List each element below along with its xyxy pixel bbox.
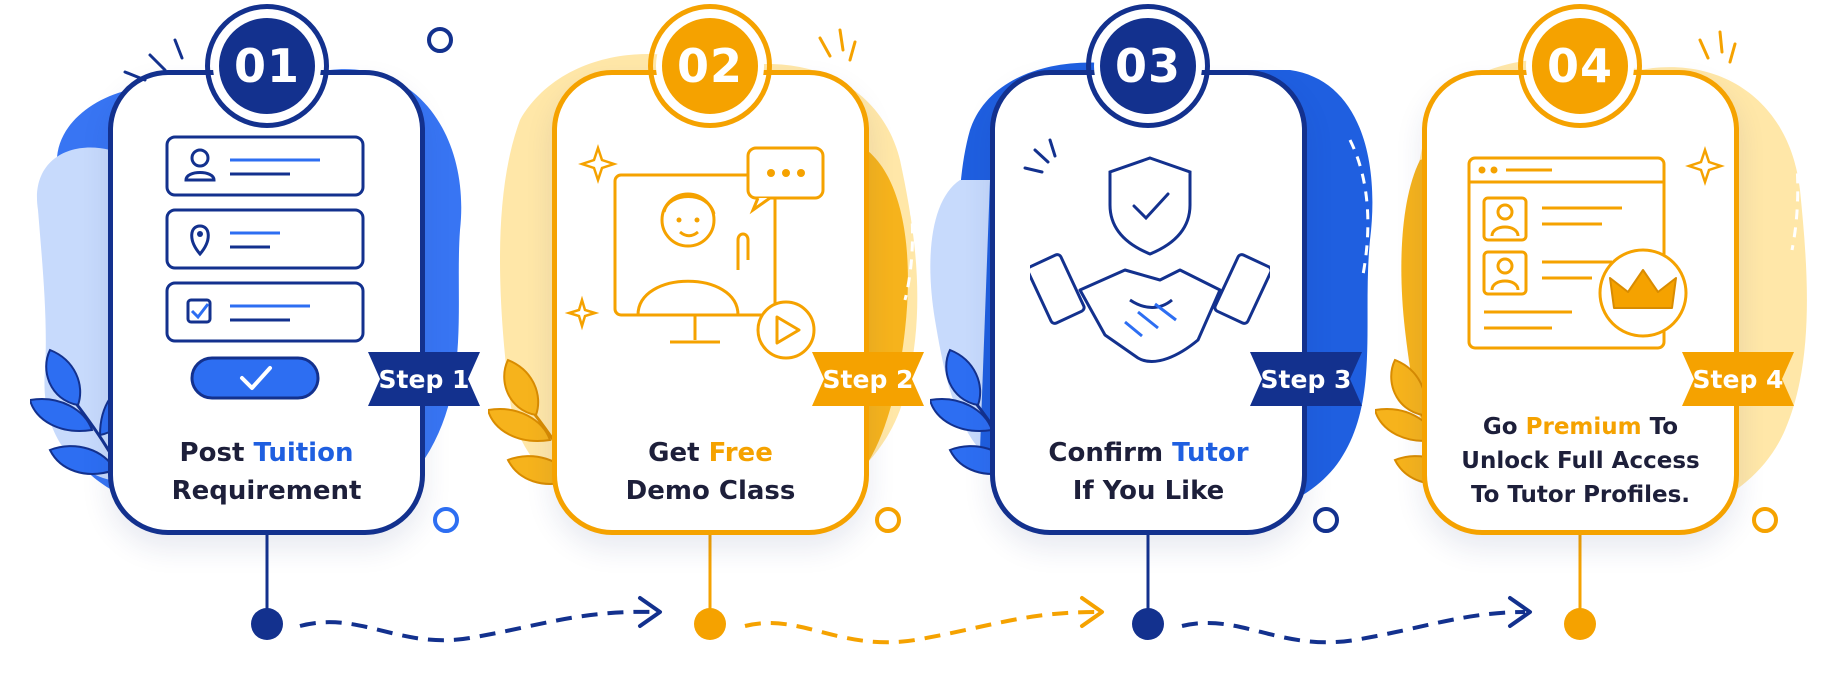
title-line2: If You Like — [1072, 476, 1225, 506]
step-tag: Step 4 — [1692, 364, 1784, 394]
premium-crown-profiles-icon — [1467, 156, 1688, 350]
dashed-arrow-3 — [1181, 610, 1526, 645]
ring-accent — [1752, 507, 1778, 533]
ring-accent — [875, 507, 901, 533]
video-demo-monitor-icon — [613, 146, 825, 360]
ring-accent — [1313, 507, 1339, 533]
node-dot-4 — [1564, 608, 1596, 640]
step-title-4: Go Premium To Unlock Full Access To Tuto… — [1422, 410, 1739, 512]
sparkle-icon — [578, 144, 618, 184]
step-tag: Step 2 — [822, 364, 914, 394]
ring-accent — [427, 27, 453, 53]
node-dot-2 — [694, 608, 726, 640]
title-text: Go — [1482, 414, 1518, 440]
title-line2: Unlock Full Access — [1461, 448, 1700, 474]
title-highlight: Premium — [1525, 414, 1642, 440]
node-dot-3 — [1132, 608, 1164, 640]
crown-icon — [1609, 269, 1677, 309]
node-dot-1 — [251, 608, 283, 640]
badge-ring — [1518, 4, 1642, 128]
title-text: Get — [648, 438, 700, 468]
step-tag: Step 3 — [1260, 364, 1352, 394]
step-number-badge: 02 — [656, 12, 764, 120]
title-line3: To Tutor Profiles. — [1470, 482, 1691, 508]
title-line2: Requirement — [171, 476, 362, 506]
ring-accent — [433, 507, 459, 533]
step-tag: Step 1 — [378, 364, 470, 394]
step-number-badge: 04 — [1526, 12, 1634, 120]
title-text: Confirm — [1048, 438, 1164, 468]
sparkle-icon — [1685, 146, 1725, 186]
title-line2: Demo Class — [625, 476, 796, 506]
dashed-arrow-2 — [744, 610, 1096, 645]
shield-icon — [1108, 156, 1192, 256]
badge-ring — [648, 4, 772, 128]
step-title-3: Confirm Tutor If You Like — [990, 434, 1307, 510]
step-title-2: Get Free Demo Class — [552, 434, 869, 510]
step-number-badge: 03 — [1094, 12, 1202, 120]
title-highlight: Tuition — [253, 438, 354, 468]
badge-ring — [205, 4, 329, 128]
title-text: Post — [179, 438, 245, 468]
step-title-1: Post Tuition Requirement — [108, 434, 425, 510]
dashed-arrow-1 — [299, 609, 656, 643]
badge-ring — [1086, 4, 1210, 128]
handshake-shield-icon — [1030, 156, 1270, 363]
form-checklist-icon — [165, 135, 365, 400]
step-number-badge: 01 — [213, 12, 321, 120]
title-text-post: To — [1649, 414, 1679, 440]
title-highlight: Free — [708, 438, 773, 468]
title-highlight: Tutor — [1172, 438, 1249, 468]
sparkle-icon — [564, 295, 600, 331]
